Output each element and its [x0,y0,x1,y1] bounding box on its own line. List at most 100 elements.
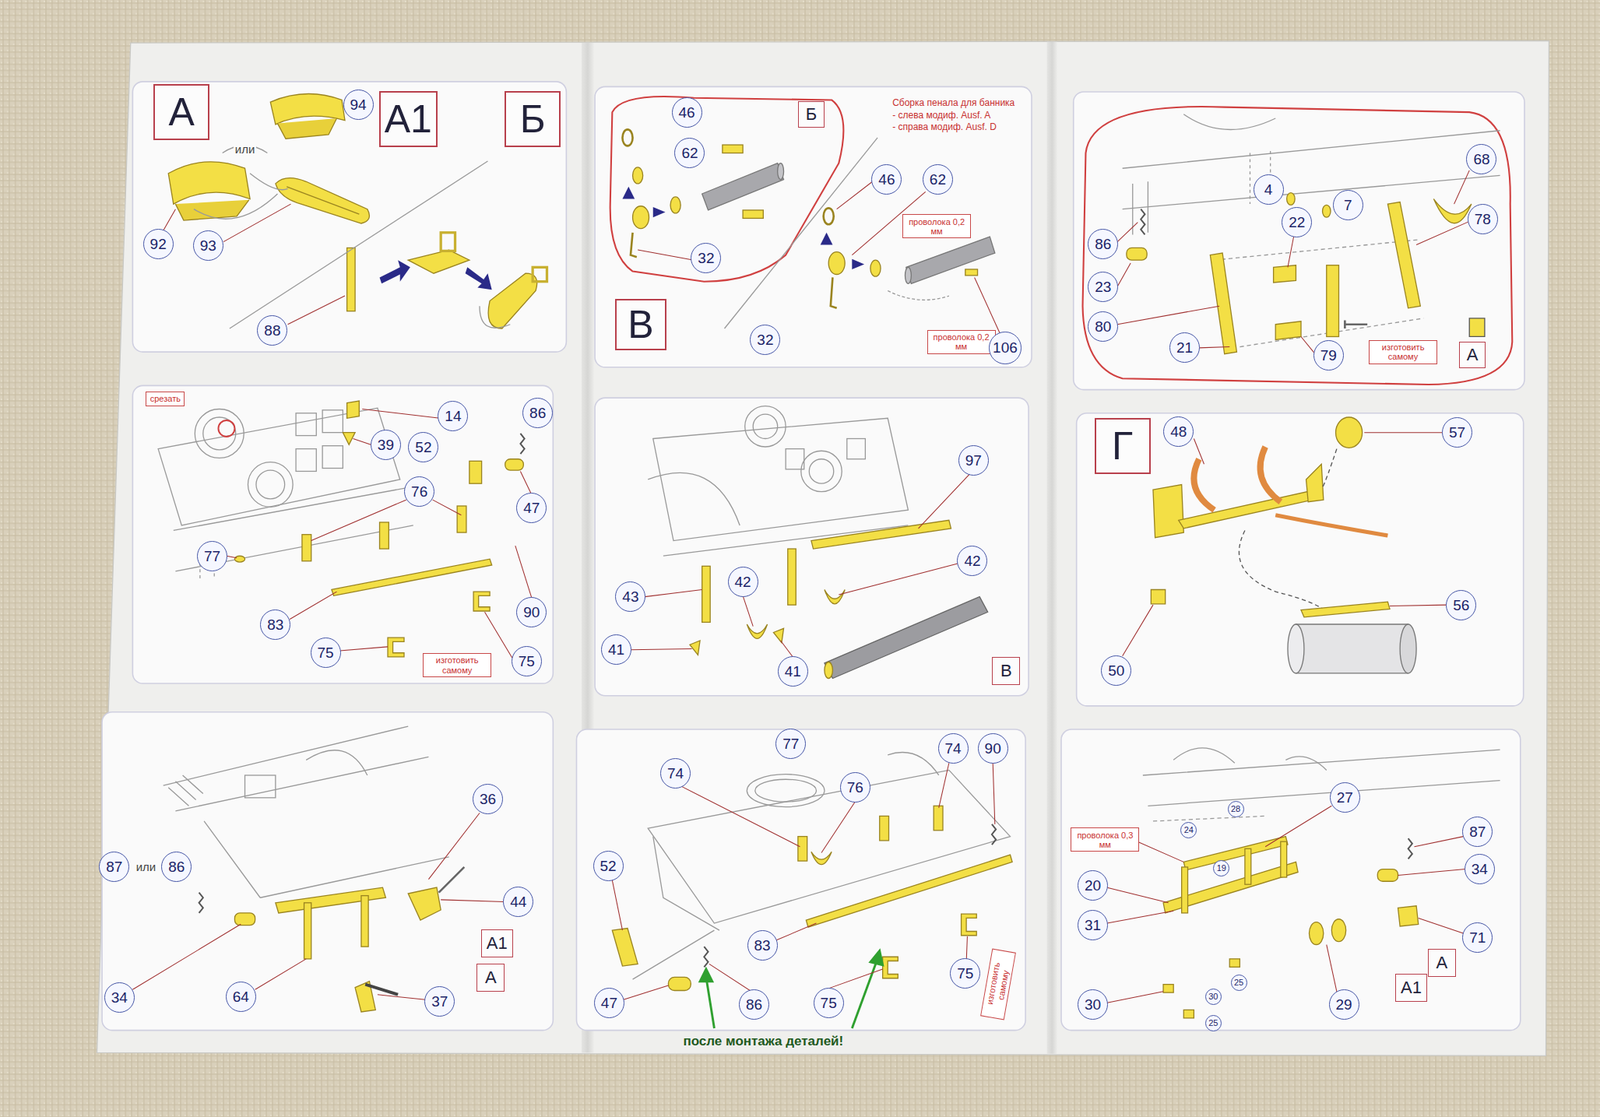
callout-text: 46 [678,105,695,120]
panel-4-parts [331,559,493,596]
callout-number: 90 [516,597,547,628]
panel-1-parts [488,273,538,329]
panel-4-deck [173,487,414,571]
callout-text: 52 [414,439,432,455]
panel-1-parts [440,232,455,252]
callout-text: 86 [1094,236,1112,252]
panel-9-parts [1163,836,1419,1019]
panels [1076,413,1524,707]
callout-text: 68 [1473,151,1490,167]
callout-text: 86 [745,997,763,1013]
note-box: срезать [145,391,185,407]
callout-number: 92 [143,228,174,260]
panel-5-parts [746,624,767,639]
callout-number: 25 [1230,974,1248,992]
panel-9-parts [1331,919,1346,943]
callout-number: 62 [922,164,953,195]
blue-arrows [379,186,866,290]
callout-text: 34 [111,990,128,1006]
callout-number: 75 [813,988,844,1019]
panel-2-parts [830,277,837,308]
callout-text: 77 [203,548,221,564]
assembly-note: - справа модиф. Ausf. D [890,122,999,133]
panel-2-parts [632,206,650,229]
callout-text: 90 [523,604,540,620]
panel-1-parts [277,118,337,139]
panel-5-parts [773,628,784,643]
callout-number: 64 [225,981,257,1013]
panel-6-parts [1287,624,1305,674]
panel-4-parts [379,522,390,549]
panels [1061,729,1521,1031]
panel-9-hull [1142,749,1501,806]
callout-text: 87 [105,859,123,875]
panel-6-parts [1150,589,1165,604]
callout-number: 30 [1205,988,1222,1006]
panel-5-deck [647,472,740,526]
panel-2-parts [828,252,845,275]
letter-text: А [168,92,195,132]
panel-9-parts [1244,848,1252,885]
panel-2-parts [632,167,644,184]
callout-text: 47 [523,500,540,516]
leader-lines [226,409,532,659]
letter-box: В [615,298,667,351]
callout-text: 86 [529,405,546,421]
or-word: или [134,861,159,875]
callout-text: 34 [1471,861,1488,877]
panel-5-deck [653,418,909,541]
panel-9-parts [1229,959,1240,968]
panel-2-parts [702,163,785,211]
callout-number: 71 [1462,922,1493,953]
panel-5-parts [824,662,833,679]
green-arrows [870,950,883,965]
leader-lines [132,812,504,1000]
panel-7-parts [361,896,369,948]
callout-text: 50 [1107,663,1125,679]
panel-7-parts [199,867,465,1013]
callout-text: 78 [1474,211,1491,227]
leader-lines [132,170,1470,1003]
panel-9-hull [1142,748,1501,822]
panel-4-parts [347,400,360,419]
callout-text: 29 [1335,997,1352,1013]
callout-number: 42 [727,566,759,598]
panel-4-deck [194,409,244,459]
letter-box: А1 [481,929,514,958]
callout-text: 44 [509,894,527,910]
panel-5-parts [702,566,711,623]
callout-text: 21 [1176,340,1193,356]
panel-3-parts [1126,247,1147,261]
panel-7-hull [163,726,450,898]
callout-text: 47 [601,995,618,1011]
callout-number: 34 [1464,854,1495,885]
callout-text: 36 [479,791,496,807]
callout-number: 46 [671,97,703,128]
panel-8-parts [991,824,996,845]
panel-3-parts [1183,114,1276,131]
panel-7-hull [168,775,204,806]
panel-7-hull [305,750,368,776]
blue-arrows [465,267,493,290]
callout-text: 74 [945,741,962,757]
callout-number: 23 [1087,271,1119,303]
panel-1-lines [229,161,489,329]
panel-8-deck [647,770,1010,924]
callout-text: 20 [1084,878,1101,894]
callout-text: 106 [992,340,1018,356]
callout-number: 86 [1087,228,1119,260]
panel-1-lines [193,145,510,329]
panel-9-parts [1181,867,1189,914]
panel-4-parts [457,506,467,533]
callout-number: 7 [1332,189,1364,221]
note-text: изготовить самому [1372,342,1434,362]
assembly-note: - слева модиф. Ausf. A [890,110,992,121]
panel-2-parts [906,236,996,284]
panel-6-parts [1150,417,1417,674]
callout-number: 52 [593,850,624,882]
callout-number: 83 [260,609,291,640]
callout-text: 43 [622,589,639,605]
panels [132,81,567,352]
